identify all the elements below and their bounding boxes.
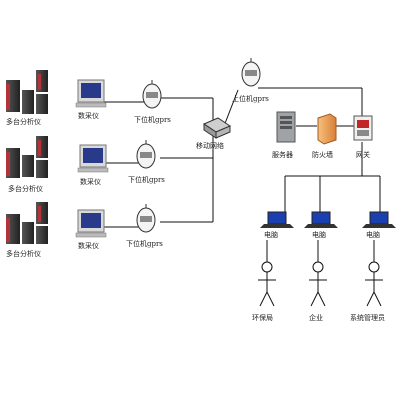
- label-pc-2: 电脑: [312, 230, 326, 239]
- user-epb: 环保局: [252, 240, 276, 322]
- label-analyzer-1: 多台分析仪: [6, 117, 41, 126]
- label-mobile-network: 移动网络: [196, 141, 224, 150]
- label-firewall: 防火墙: [312, 150, 333, 159]
- label-lower-gprs-1: 下位机gprs: [134, 115, 171, 124]
- firewall-icon: [317, 113, 337, 145]
- label-server: 服务器: [272, 150, 293, 159]
- label-upper-gprs: 上位机gprs: [232, 94, 269, 103]
- label-analyzer-2: 多台分析仪: [8, 184, 43, 193]
- label-lower-gprs-3: 下位机gprs: [126, 239, 163, 248]
- label-collector-1: 数采仪: [78, 111, 99, 120]
- gateway-icon: [353, 115, 373, 141]
- laptop-icon: [260, 211, 294, 228]
- lower-gprs-1: 下位机gprs: [134, 80, 171, 124]
- upper-gprs: 上位机gprs: [232, 58, 269, 103]
- gprs-modem-icon: [241, 58, 261, 87]
- label-pc-3: 电脑: [366, 230, 380, 239]
- mobile-network: 移动网络: [196, 117, 232, 150]
- collector-1: 数采仪: [75, 79, 107, 120]
- pc-3: 电脑: [362, 211, 396, 239]
- analyzer-group-1: 多台分析仪: [6, 70, 48, 126]
- tower-server-icon: [276, 111, 296, 143]
- gprs-modem-icon: [142, 80, 162, 109]
- pc-2: 电脑: [304, 211, 338, 239]
- laptop-icon: [362, 211, 396, 228]
- firewall: 防火墙: [312, 113, 337, 159]
- stick-figure-icon: [365, 261, 383, 307]
- label-lower-gprs-2: 下位机gprs: [128, 175, 165, 184]
- analyzer-group-3: 多台分析仪: [6, 202, 48, 258]
- gprs-modem-icon: [136, 204, 156, 233]
- label-pc-1: 电脑: [264, 230, 278, 239]
- pc-1: 电脑: [260, 211, 294, 239]
- analyzer-group-2: 多台分析仪: [6, 136, 48, 193]
- server-cabinet-icon: [6, 202, 48, 244]
- label-user-admin: 系统管理员: [350, 313, 385, 322]
- server: 服务器: [272, 111, 296, 159]
- label-gateway: 网关: [356, 150, 370, 159]
- link-network-upper-gprs: [223, 89, 239, 127]
- label-collector-3: 数采仪: [78, 241, 99, 250]
- collector-3: 数采仪: [75, 209, 107, 250]
- router-icon: [202, 117, 232, 139]
- server-cabinet-icon: [6, 136, 48, 178]
- label-user-enterprise: 企业: [309, 313, 323, 322]
- connection-lines: [104, 87, 381, 228]
- server-cabinet-icon: [6, 70, 48, 114]
- label-analyzer-3: 多台分析仪: [6, 249, 41, 258]
- lower-gprs-2: 下位机gprs: [128, 140, 165, 184]
- label-collector-2: 数采仪: [80, 177, 101, 186]
- monitor-icon: [75, 79, 107, 108]
- gprs-modem-icon: [136, 140, 156, 169]
- laptop-icon: [304, 211, 338, 228]
- monitor-icon: [75, 209, 107, 238]
- stick-figure-icon: [309, 261, 327, 307]
- collector-2: 数采仪: [77, 144, 109, 186]
- lower-gprs-3: 下位机gprs: [126, 204, 163, 248]
- user-enterprise: 企业: [309, 240, 327, 322]
- label-user-epb: 环保局: [252, 313, 273, 322]
- gateway: 网关: [353, 115, 373, 159]
- stick-figure-icon: [258, 261, 276, 307]
- monitor-icon: [77, 144, 109, 173]
- user-admin: 系统管理员: [350, 240, 385, 322]
